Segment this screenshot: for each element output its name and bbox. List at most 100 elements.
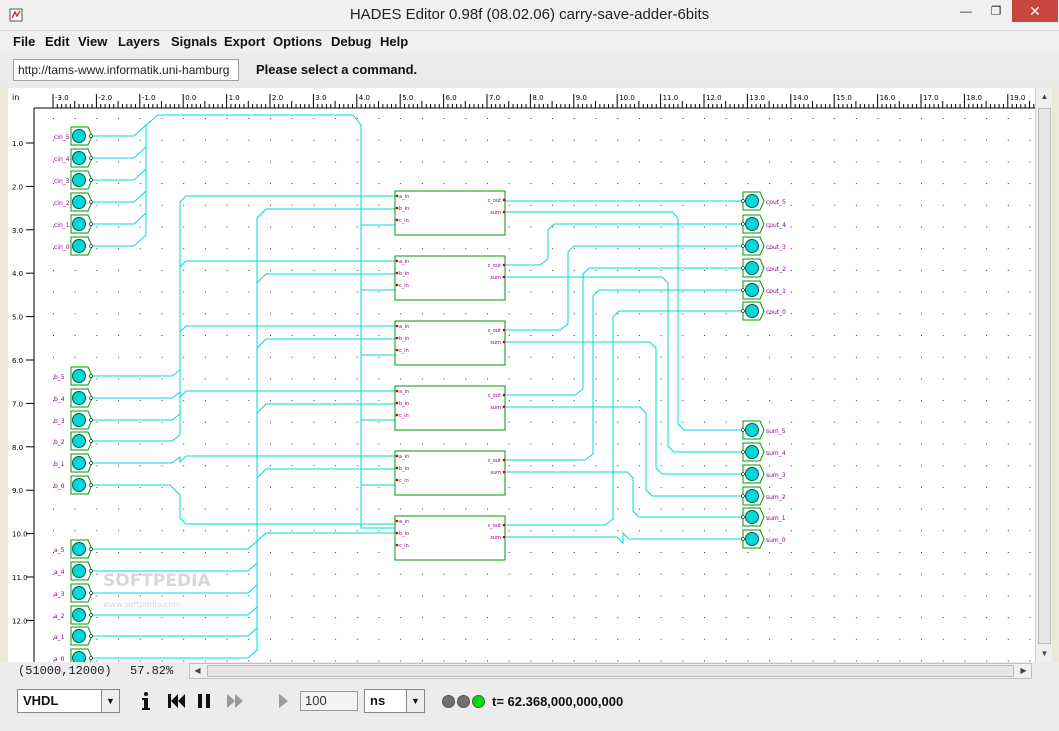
ruler-y-label: 5.0 <box>12 314 23 322</box>
menu-export[interactable]: Export <box>224 34 266 49</box>
pin-label: b_3 <box>54 418 65 425</box>
sum-output-pin: sum_5 <box>741 420 786 440</box>
vertical-scrollbar[interactable]: ▲ ▼ <box>1035 88 1052 662</box>
chevron-down-icon[interactable]: ▼ <box>101 690 119 712</box>
menu-help[interactable]: Help <box>380 34 409 49</box>
chevron-down-icon[interactable]: ▼ <box>406 690 424 712</box>
pin-label: b_5 <box>54 374 65 381</box>
menu-view[interactable]: View <box>78 34 108 49</box>
pause-icon[interactable] <box>196 689 212 713</box>
adder-out-port <box>502 470 506 474</box>
language-select[interactable]: VHDL ▼ <box>17 689 120 713</box>
fast-forward-icon[interactable] <box>226 689 244 713</box>
menu-bar: File Edit View Layers Signals Export Opt… <box>0 31 1059 53</box>
led-indicator-3 <box>472 695 485 708</box>
adder-in-port <box>395 194 399 198</box>
pin-label: cin_0 <box>54 244 70 251</box>
menu-layers[interactable]: Layers <box>118 34 160 49</box>
pin-circle <box>72 542 86 556</box>
signal-wire <box>506 531 743 545</box>
b-input-pin: b_3 <box>54 410 93 430</box>
menu-edit[interactable]: Edit <box>45 34 70 49</box>
app-icon <box>9 8 23 22</box>
ruler-x-label: 14.0 <box>793 94 809 102</box>
adder-in-port <box>395 466 399 470</box>
cout-output-pin: cout_1 <box>741 280 786 300</box>
close-button[interactable]: ✕ <box>1012 0 1058 22</box>
adder-in-port <box>395 336 399 340</box>
ruler-x-label: 11.0 <box>663 94 679 102</box>
pin-circle <box>745 304 759 318</box>
cin-input-pin: cin_0 <box>54 236 93 256</box>
signal-wire <box>92 532 395 659</box>
maximize-button[interactable]: ❐ <box>990 4 1002 18</box>
pin-circle <box>745 217 759 231</box>
pin-circle <box>72 564 86 578</box>
signal-wire <box>92 484 395 525</box>
a-input-pin: a_2 <box>54 605 93 625</box>
pin-connector <box>741 472 745 476</box>
adder-in-port <box>395 389 399 393</box>
url-bar: http://tams-www.informatik.uni-hamburg P… <box>0 53 1059 87</box>
info-icon[interactable] <box>139 689 153 713</box>
vertical-scroll-thumb[interactable] <box>1038 108 1051 644</box>
pin-circle <box>745 261 759 275</box>
adder-in-port <box>395 454 399 458</box>
ruler-y-label: 12.0 <box>12 617 28 625</box>
signal-wire <box>92 125 147 247</box>
cin-input-pin: cin_4 <box>54 148 93 168</box>
pin-connector <box>89 134 93 138</box>
ruler-x-label: 10.0 <box>619 94 635 102</box>
ruler-y-label: 11.0 <box>12 574 28 582</box>
signal-wire <box>506 406 743 497</box>
command-message: Please select a command. <box>256 62 418 77</box>
menu-options[interactable]: Options <box>273 34 323 49</box>
adder-in-port-label: c_in <box>399 413 409 419</box>
pin-circle <box>72 456 86 470</box>
adder-in-port-label: b_in <box>399 401 409 407</box>
url-field[interactable]: http://tams-www.informatik.uni-hamburg <box>13 59 239 81</box>
menu-signals[interactable]: Signals <box>171 34 218 49</box>
adder-out-port-label: sum <box>490 535 501 541</box>
menu-file[interactable]: File <box>13 34 36 49</box>
menu-debug[interactable]: Debug <box>331 34 372 49</box>
pin-connector <box>89 374 93 378</box>
pin-connector <box>741 494 745 498</box>
ruler-x-label: 5.0 <box>402 94 413 102</box>
horizontal-scrollbar[interactable]: ◀ ▶ <box>189 663 1032 679</box>
cursor-coordinates: (51000,12000) <box>18 664 112 678</box>
rewind-icon[interactable] <box>166 689 186 713</box>
pin-circle <box>745 239 759 253</box>
time-unit-select[interactable]: ns ▼ <box>364 689 425 713</box>
ruler-x-label: 17.0 <box>923 94 939 102</box>
pin-label: cout_5 <box>766 199 786 206</box>
signal-wire <box>92 325 395 421</box>
pin-circle <box>72 413 86 427</box>
scroll-up-icon[interactable]: ▲ <box>1040 92 1049 101</box>
scroll-right-icon[interactable]: ▶ <box>1020 666 1027 675</box>
pin-circle <box>72 369 86 383</box>
pin-circle <box>72 478 86 492</box>
pin-circle <box>72 173 86 187</box>
step-value-input[interactable]: 100 <box>300 691 358 711</box>
pin-connector <box>89 178 93 182</box>
ruler-y-label: 1.0 <box>12 140 23 148</box>
scroll-down-icon[interactable]: ▼ <box>1040 649 1049 658</box>
pin-label: cout_2 <box>766 266 786 273</box>
scroll-left-icon[interactable]: ◀ <box>194 666 201 675</box>
adder-in-port-label: a_in <box>399 389 409 395</box>
minimize-button[interactable]: — <box>960 4 972 18</box>
pin-connector <box>89 613 93 617</box>
sum-output-pin: sum_4 <box>741 442 786 462</box>
pin-connector <box>741 537 745 541</box>
adder-in-port-label: b_in <box>399 206 409 212</box>
horizontal-scroll-thumb[interactable] <box>207 665 1014 677</box>
pin-circle <box>745 467 759 481</box>
zoom-level: 57.82% <box>130 664 174 678</box>
adder-in-port <box>395 348 399 352</box>
play-icon[interactable] <box>276 689 290 713</box>
